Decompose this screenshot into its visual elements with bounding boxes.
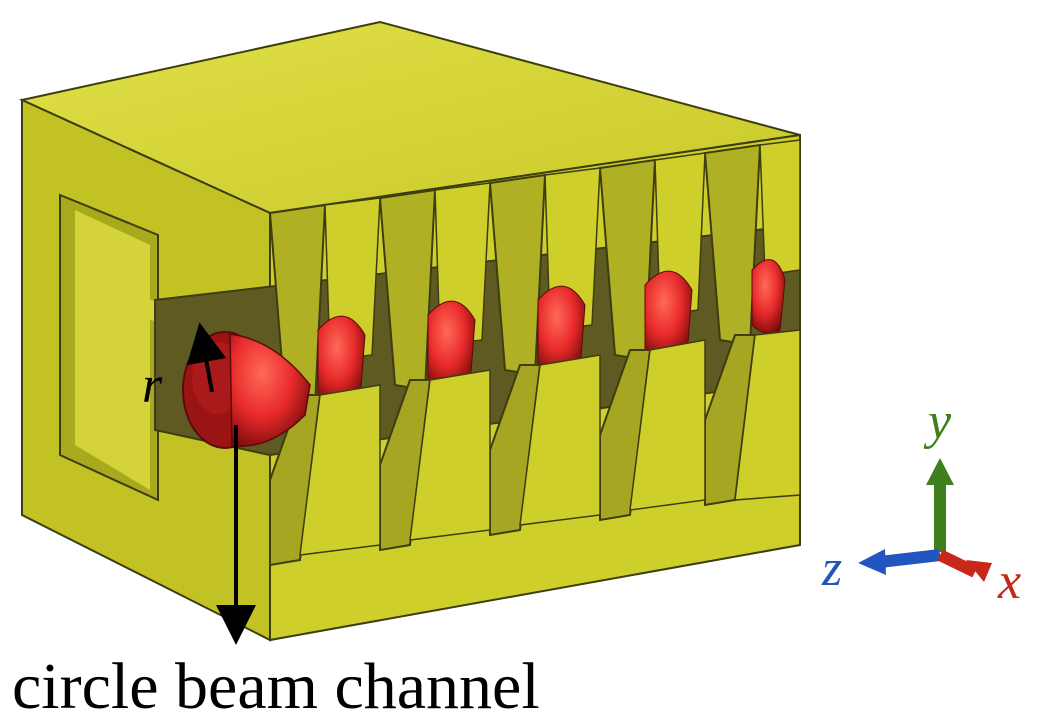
lower-vanes: [269, 334, 757, 567]
axis-z-arrowhead: [858, 549, 886, 575]
axis-x-arrowhead: [966, 560, 992, 582]
lower-vane-faces: [299, 329, 801, 556]
axis-y-label: y: [923, 393, 952, 450]
end-face-opening-inner: [75, 210, 270, 490]
axis-z-line: [879, 549, 941, 568]
axis-x-label: x: [997, 553, 1021, 610]
structure-body: [18, 20, 801, 642]
axis-x-line: [937, 549, 978, 578]
axis-triad: y z x: [821, 393, 1021, 610]
radius-label: r: [142, 357, 163, 414]
caption-text: circle beam channel: [12, 650, 540, 723]
upper-vanes: [268, 143, 762, 407]
radius-arrow: [186, 322, 227, 393]
axis-y-arrowhead: [926, 458, 954, 485]
beam-body: [229, 333, 311, 448]
axis-z-label: z: [821, 540, 842, 597]
beam-segments: [317, 259, 786, 405]
